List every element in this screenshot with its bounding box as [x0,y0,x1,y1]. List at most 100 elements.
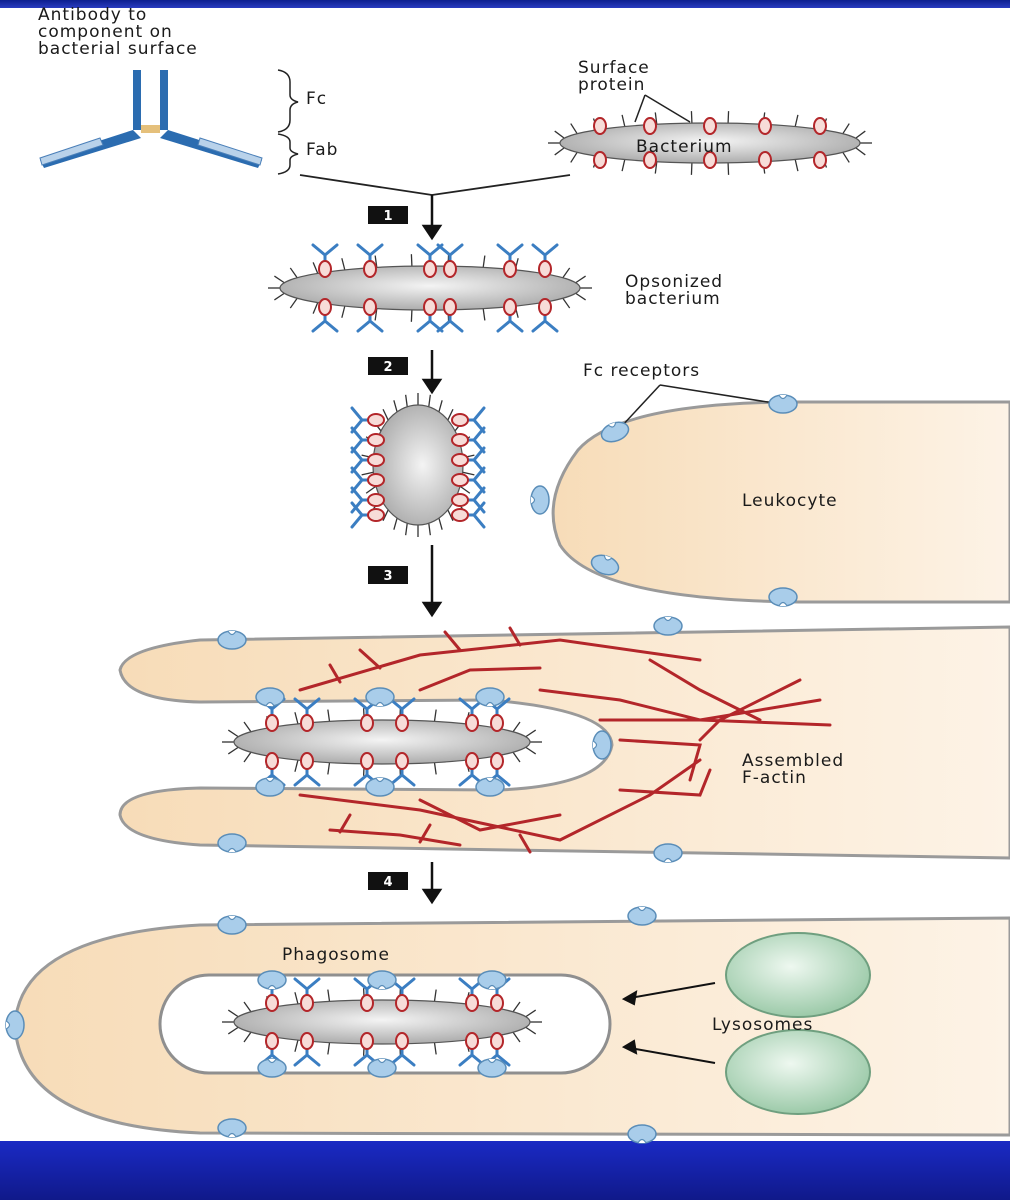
receptor-icon [475,777,505,797]
bacterium-icon [222,697,542,787]
surface-protein-icon [593,117,607,135]
surface-protein-icon [758,151,772,169]
f-actin-network [298,626,832,854]
surface-protein-icon [451,493,469,507]
lysosome-arrows [621,982,716,1064]
surface-protein-icon [265,752,279,770]
top-bar [0,0,1010,8]
surface-protein-icon [538,298,552,316]
receptor-icon [217,630,247,650]
merge-lines [299,174,571,196]
receptors-layer [5,394,798,1144]
surface-protein-label-2: protein [578,75,645,95]
surface-protein-icon [503,260,517,278]
arrow-down-icon [421,378,443,395]
bacterium-label: Bacterium [636,137,733,157]
surface-protein-icon [265,1032,279,1050]
receptor-icon [627,906,657,926]
antibody-icon [39,70,263,168]
surface-protein-icon [490,714,504,732]
surface-protein-icon [490,752,504,770]
f-actin-label: F-actin [742,768,807,788]
receptor-icon [627,1124,657,1144]
receptor-icon [367,970,397,990]
surface-protein-icon [703,117,717,135]
receptor-icon [600,421,630,443]
receptor-icon [477,970,507,990]
surface-protein-icon [395,752,409,770]
receptor-icon [255,777,285,797]
surface-protein-icon [360,1032,374,1050]
step-4-badge: 4 [368,872,408,890]
receptor-icon [530,485,550,515]
surface-protein-icon [813,117,827,135]
surface-protein-icon [758,117,772,135]
surface-protein-icon [443,260,457,278]
receptor-icon [217,1118,247,1138]
receptor-icon [367,1058,397,1078]
surface-protein-icon [395,1032,409,1050]
surface-protein-icon [318,298,332,316]
surface-protein-icon [451,473,469,487]
svg-text:1: 1 [383,209,392,224]
svg-text:4: 4 [383,875,392,890]
surface-protein-icon [367,413,385,427]
surface-protein-icon [367,493,385,507]
step-1-badge: 1 [368,206,408,224]
assembled-label: Assembled [742,751,844,771]
surface-protein-label-1: Surface [578,58,650,78]
bacterium-icon [268,243,592,333]
surface-protein-icon [363,298,377,316]
surface-protein-icon [465,994,479,1012]
bacterium-icon [222,977,542,1067]
surface-protein-icon [300,1032,314,1050]
surface-protein-icon [490,1032,504,1050]
opsonized-label-2: bacterium [625,289,721,309]
lysosomes-label: Lysosomes [712,1015,813,1035]
svg-text:2: 2 [383,360,392,375]
receptor-icon [257,970,287,990]
surface-protein-icon [367,453,385,467]
surface-protein-icon [300,994,314,1012]
arrow-down-icon [421,601,443,618]
fab-label: Fab [306,140,338,160]
surface-protein-icon [367,508,385,522]
surface-protein-icon [465,1032,479,1050]
receptor-icon [475,687,505,707]
surface-protein-icon [265,994,279,1012]
surface-protein-icon [363,260,377,278]
surface-protein-icon [367,433,385,447]
surface-protein-icon [703,151,717,169]
surface-protein-icon [538,260,552,278]
antibody-title-line-1: Antibody to [38,5,147,25]
surface-protein-icon [503,298,517,316]
leukocyte-label: Leukocyte [742,491,838,511]
surface-protein-icon [643,117,657,135]
receptor-icon [255,687,285,707]
leukocyte-cell [551,400,1010,604]
lysosome-icon [725,1029,871,1115]
surface-protein-icon [813,151,827,169]
bacteria-layer [222,111,872,1067]
receptor-icon [365,687,395,707]
step-2-badge: 2 [368,357,408,375]
surface-protein-icon [360,752,374,770]
svg-text:3: 3 [383,569,392,584]
arrow-down-icon [421,224,443,241]
surface-protein-icon [465,752,479,770]
surface-protein-icon [360,994,374,1012]
fc-receptor-pointers [619,384,781,429]
receptor-icon [653,843,683,863]
lysosome-icon [725,932,871,1018]
fc-receptors-label: Fc receptors [583,361,700,381]
antibody-title-line-2: component on [38,22,173,42]
fc-fab-braces [277,69,299,175]
fc-label: Fc [306,89,327,109]
bottom-bar [0,1141,1010,1200]
surface-protein-icon [451,413,469,427]
arrow-down-icon [421,888,443,905]
receptor-icon [590,554,620,576]
receptor-icon [768,394,798,414]
receptor-icon [768,587,798,607]
